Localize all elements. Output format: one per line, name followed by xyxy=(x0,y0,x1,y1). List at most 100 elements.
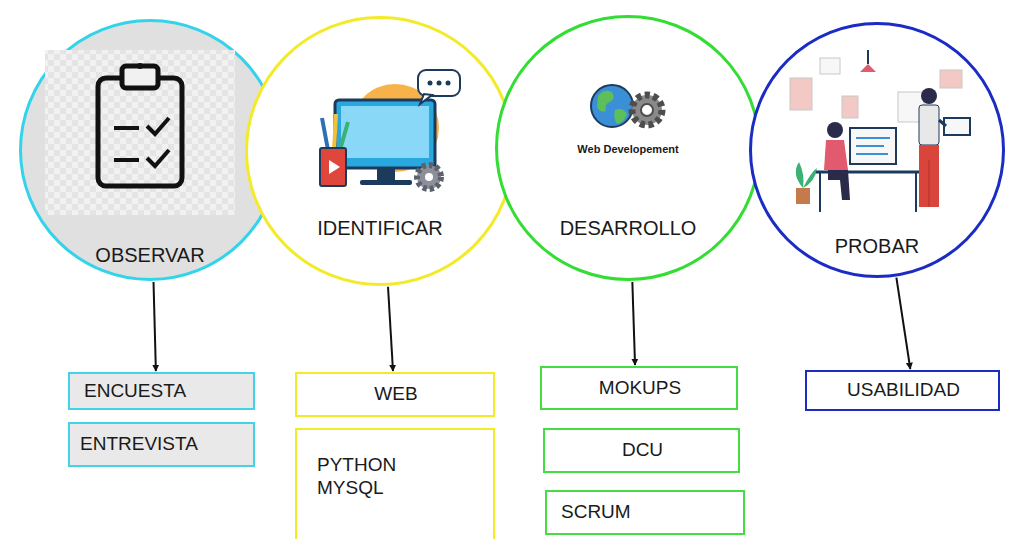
circle-outline xyxy=(751,24,1004,277)
team-illustration-part xyxy=(944,118,970,135)
computer-icon-part xyxy=(329,160,340,174)
team-illustration-part xyxy=(796,162,817,188)
clipboard-icon-part xyxy=(114,126,139,130)
clipboard-icon xyxy=(45,50,235,215)
computer-icon-part xyxy=(417,165,441,189)
stage-circle: OBSERVAR xyxy=(19,19,281,281)
box-label: WEB xyxy=(374,383,417,406)
process-box: PYTHON MYSQL xyxy=(295,428,495,539)
circle-outline xyxy=(245,16,515,286)
team-illustration-part xyxy=(898,92,924,122)
computer-icon-part xyxy=(446,81,451,86)
team-illustration-part xyxy=(856,153,888,155)
process-box: ENCUESTA xyxy=(68,372,255,410)
computer-icon-part xyxy=(360,180,412,185)
text-holder: OBSERVAR xyxy=(19,243,281,267)
web-development-icon-part xyxy=(591,85,633,127)
computer-icon xyxy=(320,70,460,189)
text-holder: Web Developement xyxy=(495,139,761,157)
stage-label: IDENTIFICAR xyxy=(317,217,443,239)
icon-caption: Web Developement xyxy=(577,143,678,155)
box-label: ENTREVISTA xyxy=(80,433,198,456)
computer-icon-part xyxy=(377,168,395,180)
process-box: SCRUM xyxy=(545,490,745,535)
team-illustration-part xyxy=(850,128,896,164)
computer-icon-part xyxy=(320,148,346,186)
computer-icon-part xyxy=(351,84,439,172)
clipboard-icon-part xyxy=(122,66,158,88)
clipboard-icon-part xyxy=(45,50,235,215)
process-box: ENTREVISTA xyxy=(68,422,255,467)
stage-label: PROBAR xyxy=(835,235,919,257)
team-illustration-part xyxy=(919,105,939,145)
computer-icon-part xyxy=(437,81,442,86)
text-holder: DESARROLLO xyxy=(495,216,761,240)
box-label: DCU xyxy=(622,439,663,462)
computer-icon-part xyxy=(418,70,460,96)
box-label: PYTHON MYSQL xyxy=(317,454,427,500)
process-box: DCU xyxy=(543,428,740,473)
team-illustration-part xyxy=(915,172,917,212)
flow-arrow xyxy=(896,278,910,369)
team-illustration-part xyxy=(939,120,946,126)
stage-circle: PROBAR xyxy=(749,22,1005,278)
clipboard-icon-part xyxy=(114,158,139,162)
process-box: WEB xyxy=(295,372,495,417)
web-development-icon-part xyxy=(632,95,662,125)
circle-outline xyxy=(19,19,281,281)
team-illustration-part xyxy=(814,171,922,174)
web-development-icon xyxy=(591,85,662,127)
team-illustration-part xyxy=(796,188,810,204)
clipboard-icon-part xyxy=(147,118,169,134)
box-label: USABILIDAD xyxy=(847,379,960,402)
clipboard-icon-part xyxy=(98,78,182,186)
computer-icon-part xyxy=(420,94,432,104)
box-label: ENCUESTA xyxy=(84,380,186,403)
team-illustration xyxy=(790,50,970,212)
circle-outline xyxy=(247,18,514,285)
computer-icon-part xyxy=(340,122,348,150)
web-development-icon-part xyxy=(614,109,627,124)
team-illustration-part xyxy=(820,58,840,74)
team-illustration-part xyxy=(921,88,937,104)
team-illustration-part xyxy=(827,122,843,138)
team-illustration-part xyxy=(929,160,930,207)
flow-arrow xyxy=(154,282,156,371)
team-illustration-part xyxy=(856,145,884,147)
team-illustration-part xyxy=(842,96,858,118)
team-illustration-part xyxy=(828,170,850,200)
computer-icon-part xyxy=(322,118,328,150)
process-box: USABILIDAD xyxy=(805,370,1000,411)
box-label: MOKUPS xyxy=(599,377,681,400)
team-illustration-part xyxy=(940,70,962,88)
text-holder: IDENTIFICAR xyxy=(245,216,515,240)
stage-circle: Web DevelopementDESARROLLO xyxy=(495,15,761,281)
circle-outline xyxy=(21,21,280,280)
text-holder: PROBAR xyxy=(749,234,1005,258)
computer-icon-part xyxy=(335,100,435,168)
computer-icon-part xyxy=(428,81,433,86)
computer-icon-part xyxy=(425,173,433,181)
team-illustration-part xyxy=(867,50,869,64)
stage-label: OBSERVAR xyxy=(95,244,204,266)
team-illustration-part xyxy=(860,64,876,72)
team-illustration-part xyxy=(856,137,890,139)
web-development-icon-part xyxy=(641,104,653,116)
web-development-icon-part xyxy=(597,91,614,112)
process-box: MOKUPS xyxy=(540,366,738,410)
stage-label: DESARROLLO xyxy=(560,217,697,239)
clipboard-icon-part xyxy=(137,63,143,69)
computer-icon-part xyxy=(341,106,429,158)
team-illustration-part xyxy=(824,140,848,170)
computer-icon-part xyxy=(334,114,336,150)
circle-outline xyxy=(497,17,760,280)
clipboard-icon-part xyxy=(147,150,169,166)
box-label: SCRUM xyxy=(561,501,631,524)
stage-circle: IDENTIFICAR xyxy=(245,16,515,286)
team-illustration-part xyxy=(819,172,821,212)
team-illustration-part xyxy=(919,145,939,207)
flow-arrow xyxy=(632,282,635,365)
flow-arrow xyxy=(388,287,393,371)
